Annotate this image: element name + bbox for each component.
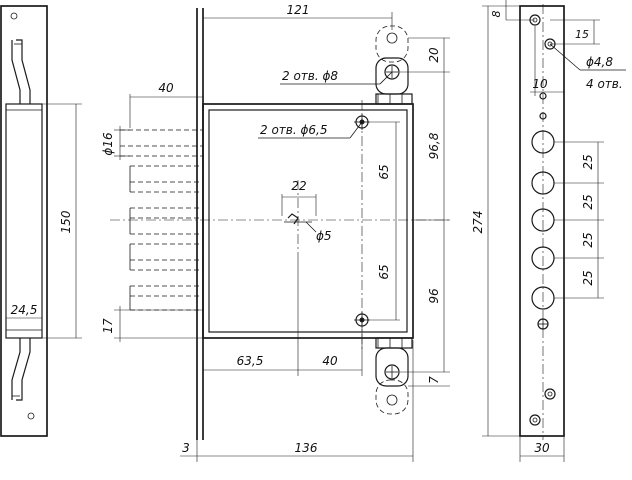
- front-view: 40 ϕ16 17: [101, 3, 450, 462]
- lock-body-outline: [202, 103, 414, 339]
- dim-15: 15: [575, 28, 589, 41]
- left-side-view: 150 24,5: [0, 5, 82, 437]
- dim-136: 136: [295, 441, 318, 455]
- dim-65-upper: 65: [377, 164, 391, 179]
- left-lock-body-side: [5, 103, 43, 339]
- dim-3: 3: [182, 441, 190, 455]
- dim-20: 20: [427, 47, 441, 63]
- dim-40-top: 40: [158, 81, 174, 95]
- label-holes-8: 2 отв. ϕ8: [282, 69, 338, 83]
- dim-40-bottom: 40: [322, 354, 338, 368]
- dim-17: 17: [101, 318, 115, 334]
- dim-96: 96: [427, 288, 441, 304]
- dim-22: 22: [291, 179, 306, 193]
- dim-25-4: 25: [581, 270, 595, 285]
- dim-274: 274: [471, 211, 485, 234]
- dim-25-2: 25: [581, 194, 595, 209]
- dim-96-8: 96,8: [427, 132, 441, 159]
- faceplate-outline: [519, 5, 565, 437]
- dim-phi5: ϕ5: [316, 229, 332, 243]
- right-face-plate: 274 8 15 ϕ4,8 4 отв. 10 25 25 25 25: [471, 0, 626, 462]
- dim-65-lower: 65: [377, 264, 391, 279]
- dim-7: 7: [427, 376, 441, 384]
- spindle-hole: ϕ5: [284, 213, 332, 243]
- label-4-holes: 4 отв.: [586, 77, 623, 91]
- left-plate-outline: [0, 5, 48, 437]
- dim-8: 8: [490, 11, 503, 18]
- label-phi4-8: ϕ4,8: [586, 55, 613, 69]
- left-plate-hole-top: [10, 12, 18, 20]
- dim-phi16: ϕ16: [101, 132, 115, 156]
- dim-25-1: 25: [581, 154, 595, 169]
- lock-body-inner: [208, 109, 408, 333]
- dim-63-5: 63,5: [237, 354, 264, 368]
- label-holes-6-5: 2 отв. ϕ6,5: [260, 123, 327, 137]
- dim-150: 150: [59, 210, 73, 233]
- dim-25-3: 25: [581, 232, 595, 247]
- dim-24-5: 24,5: [11, 303, 38, 317]
- left-plate-hole-bottom: [27, 412, 35, 420]
- bolts-dashed: [120, 129, 203, 311]
- dim-121: 121: [287, 3, 310, 17]
- top-lug: [375, 25, 413, 105]
- dim-10: 10: [532, 77, 548, 91]
- bottom-lug: [375, 337, 413, 415]
- dim-30: 30: [534, 441, 550, 455]
